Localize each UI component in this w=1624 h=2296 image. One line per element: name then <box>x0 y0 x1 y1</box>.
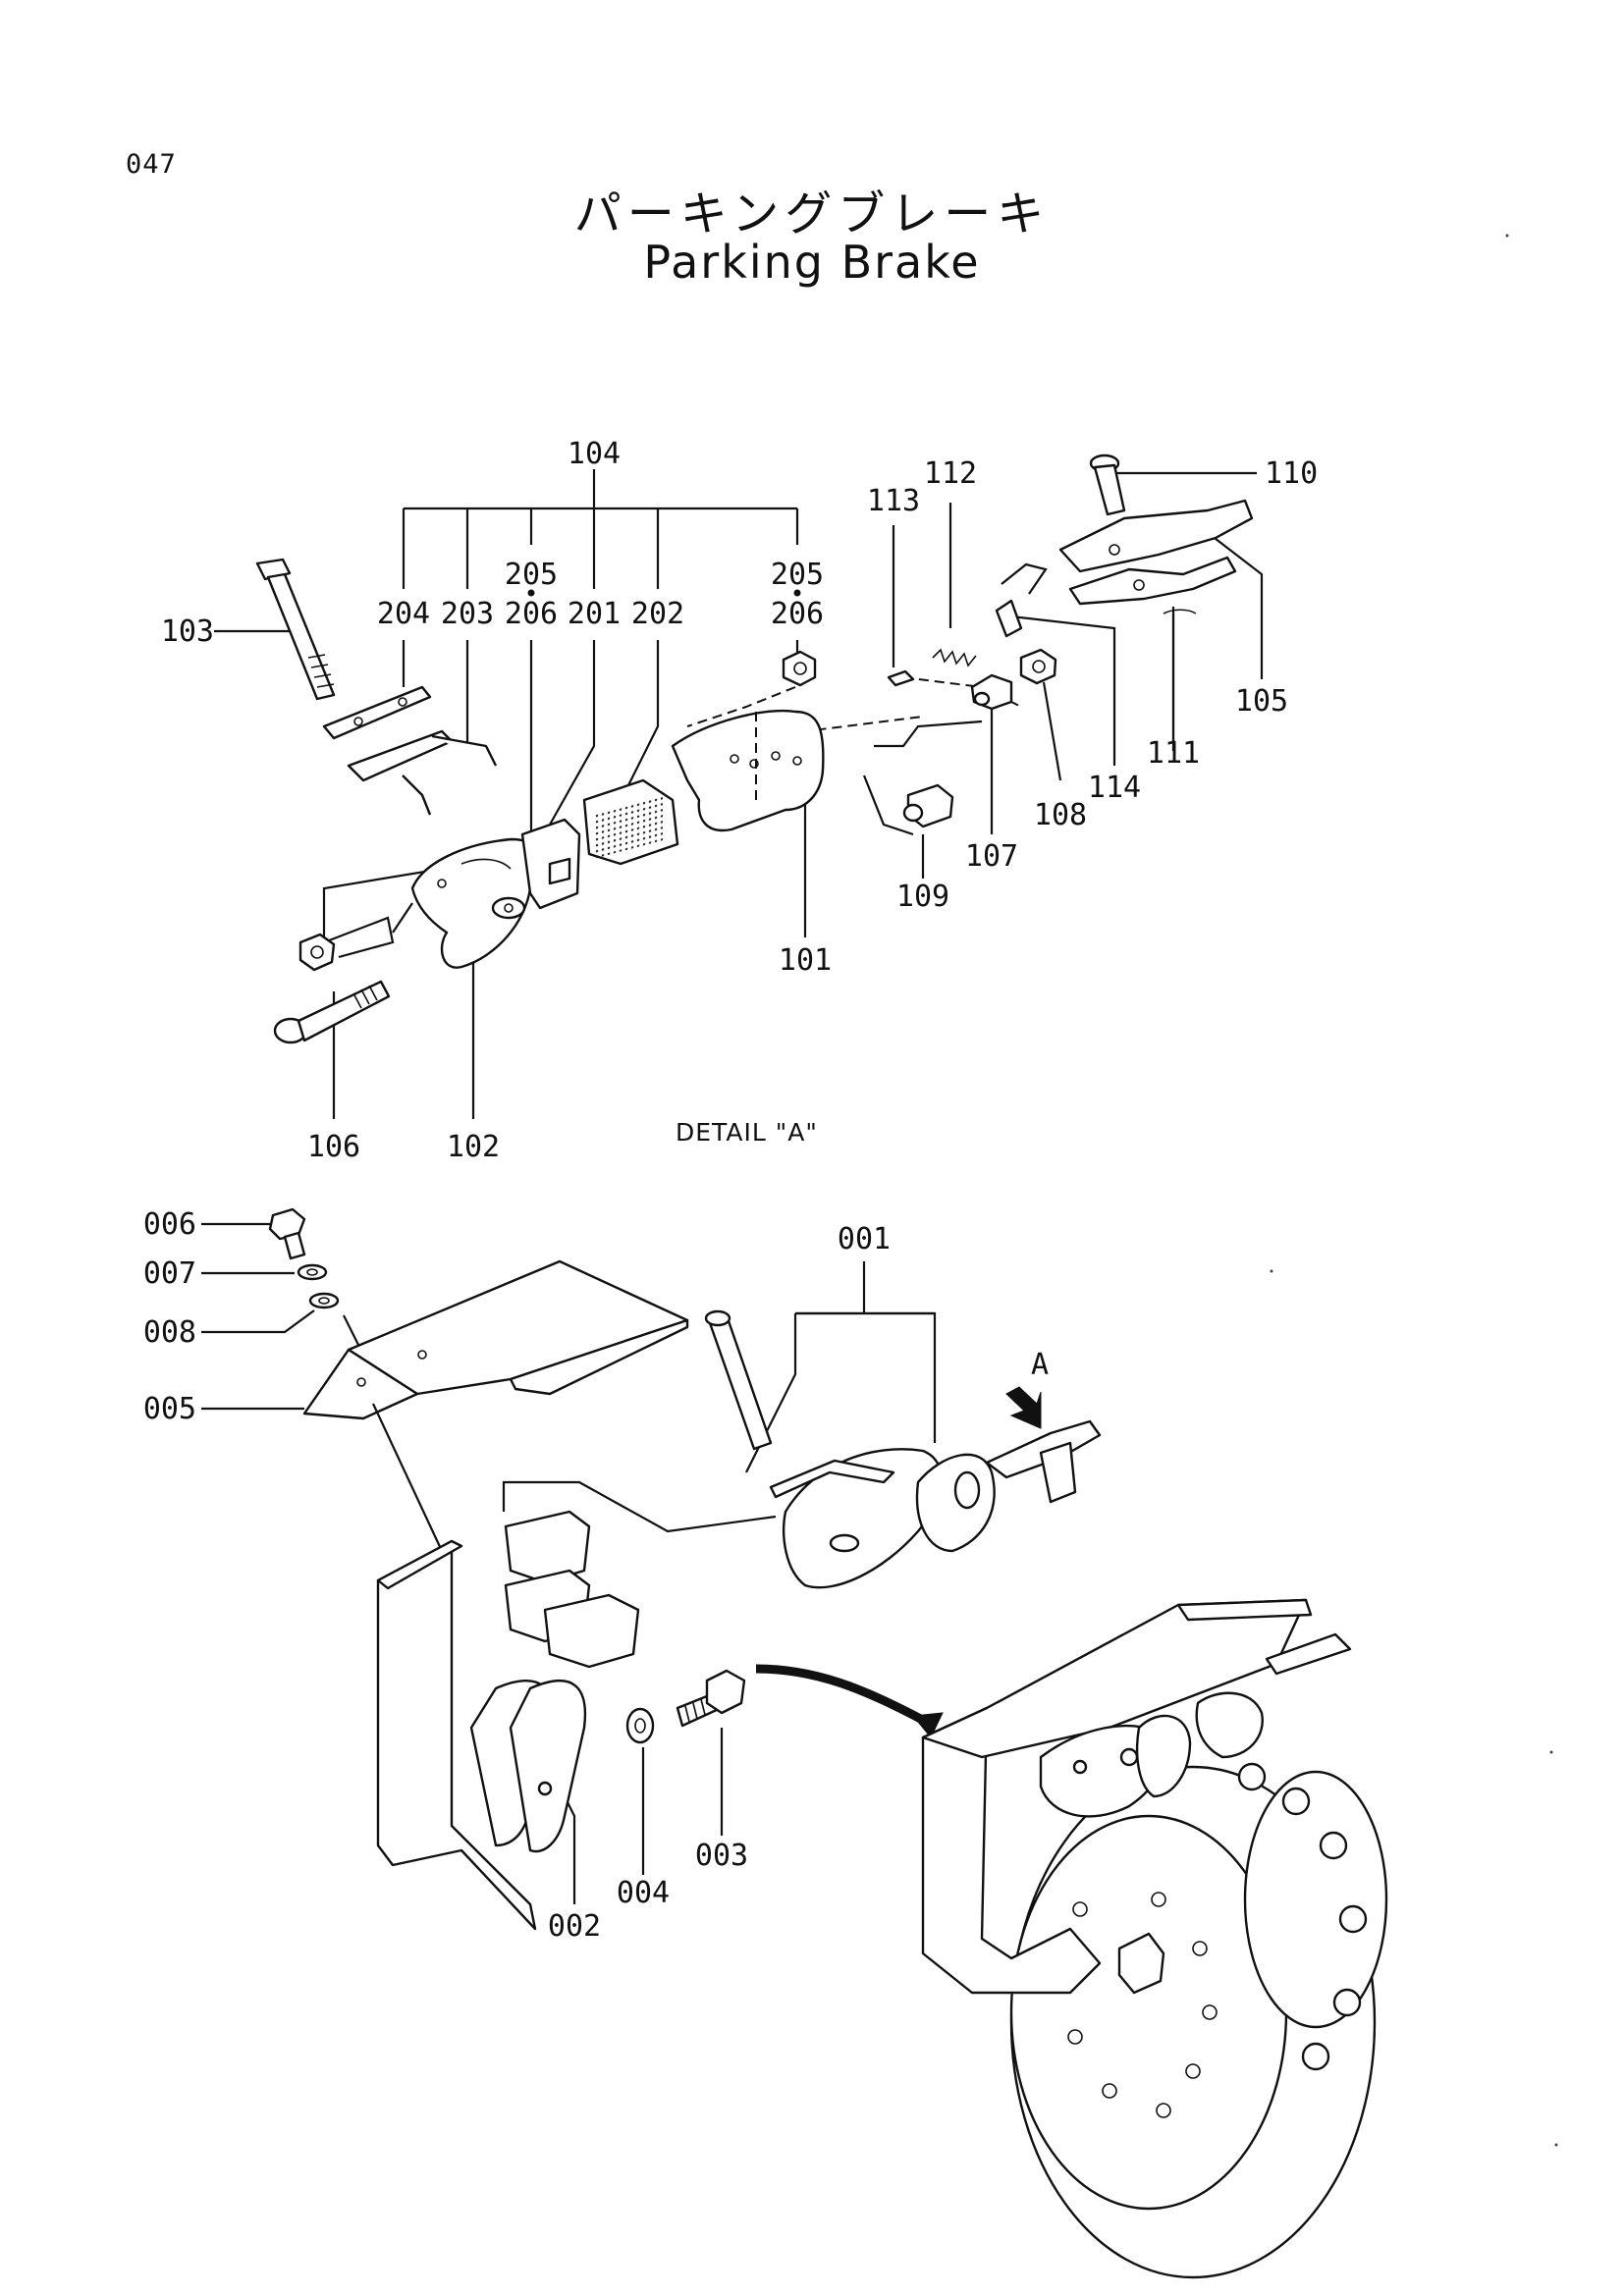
label-206-right: 206 <box>771 597 824 631</box>
nut-108 <box>1019 648 1057 685</box>
label-105: 105 <box>1235 684 1288 719</box>
lever-107 <box>970 673 1013 711</box>
label-114: 114 <box>1088 771 1141 805</box>
pad-201 <box>520 818 581 910</box>
pin-114 <box>995 599 1023 638</box>
label-113: 113 <box>867 484 920 518</box>
label-112: 112 <box>924 456 977 491</box>
label-205-right: 205 <box>771 558 824 592</box>
upper-leader-lines <box>214 471 1264 1119</box>
installation-arrow <box>755 1664 944 1738</box>
nut-205-206-left <box>298 933 336 972</box>
label-204: 204 <box>377 597 430 631</box>
pin-106 <box>273 980 391 1044</box>
spring-112 <box>932 648 977 667</box>
upper-callouts: 104 103 204 203 205 206 201 202 205 206 … <box>161 437 1318 1164</box>
label-205-left: 205 <box>505 558 558 592</box>
adjuster-109 <box>902 783 954 828</box>
label-004: 004 <box>617 1876 670 1910</box>
label-202: 202 <box>631 597 684 631</box>
view-arrow-label: A <box>1031 1348 1049 1382</box>
bracket-002 <box>376 1510 640 1931</box>
scan-specks <box>1270 234 1558 2147</box>
bolt-003 <box>676 1669 746 1728</box>
lock-washer-007 <box>297 1263 328 1281</box>
caliper-body-101 <box>671 709 825 832</box>
label-110: 110 <box>1265 456 1318 491</box>
label-109: 109 <box>896 880 949 914</box>
label-107: 107 <box>965 839 1018 874</box>
label-002: 002 <box>548 1909 601 1944</box>
label-003: 003 <box>695 1839 748 1873</box>
label-005: 005 <box>143 1392 196 1426</box>
label-008: 008 <box>143 1315 196 1350</box>
installed-view <box>921 1598 1388 2279</box>
page-number: 047 <box>126 149 177 180</box>
label-111: 111 <box>1147 736 1200 771</box>
bolt-103 <box>255 558 336 701</box>
washer-004 <box>625 1707 655 1744</box>
detail-label: DETAIL "A" <box>676 1118 818 1147</box>
label-102: 102 <box>447 1130 500 1164</box>
pin-110 <box>1089 454 1126 516</box>
bolt-006 <box>268 1207 306 1260</box>
cover-005 <box>302 1259 689 1420</box>
title-english: Parking Brake <box>643 236 981 289</box>
label-103: 103 <box>161 614 214 649</box>
caliper-half-102 <box>410 837 539 969</box>
lower-assembly-lines <box>372 1403 777 1552</box>
washer-008 <box>308 1292 340 1309</box>
caliper-assembly-001 <box>704 1309 1102 1589</box>
view-arrow-a: A <box>1005 1348 1049 1429</box>
label-104: 104 <box>568 437 621 471</box>
label-006: 006 <box>143 1207 196 1242</box>
label-007: 007 <box>143 1256 196 1291</box>
label-201: 201 <box>568 597 621 631</box>
lever-arm-105 <box>1058 499 1254 606</box>
label-001: 001 <box>838 1222 891 1256</box>
label-101: 101 <box>779 943 832 978</box>
bracket-104 <box>402 469 799 589</box>
pin-113 <box>887 669 915 687</box>
plate-204 <box>322 685 432 740</box>
lower-callouts: 006 007 008 005 001 003 004 002 <box>143 1207 891 1944</box>
clip-111 <box>1163 609 1197 614</box>
label-203: 203 <box>441 597 494 631</box>
title-japanese: パーキングブレーキ <box>573 187 1051 241</box>
spring-plate-203 <box>347 729 498 816</box>
nut-205-206-right <box>782 650 817 687</box>
label-108: 108 <box>1034 798 1087 832</box>
label-206-left: 206 <box>505 597 558 631</box>
pad-202 <box>582 778 679 866</box>
label-106: 106 <box>307 1130 360 1164</box>
